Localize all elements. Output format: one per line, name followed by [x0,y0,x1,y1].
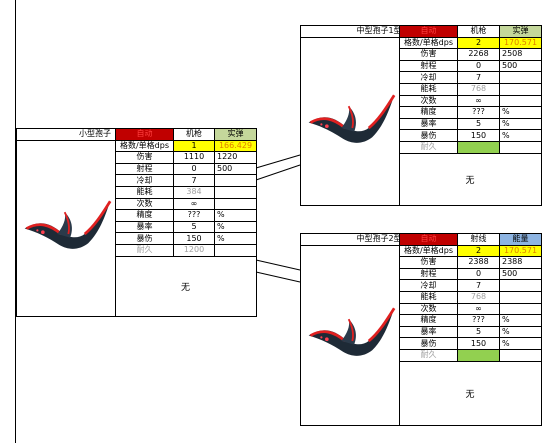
note-text: 无 [465,389,475,400]
spore-creature-icon [305,84,396,152]
spore-creature-icon [21,189,112,259]
note-text: 无 [180,282,190,293]
damage-type-header: 能量 [499,233,542,246]
creature-image [300,244,400,426]
sheet-gridline [15,0,16,443]
note-box [115,255,257,317]
spore-creature-icon [305,296,396,366]
creature-image [16,139,116,317]
note-box [399,360,542,426]
note-box [399,152,542,206]
note-text: 无 [465,175,475,186]
creature-image [300,36,400,206]
